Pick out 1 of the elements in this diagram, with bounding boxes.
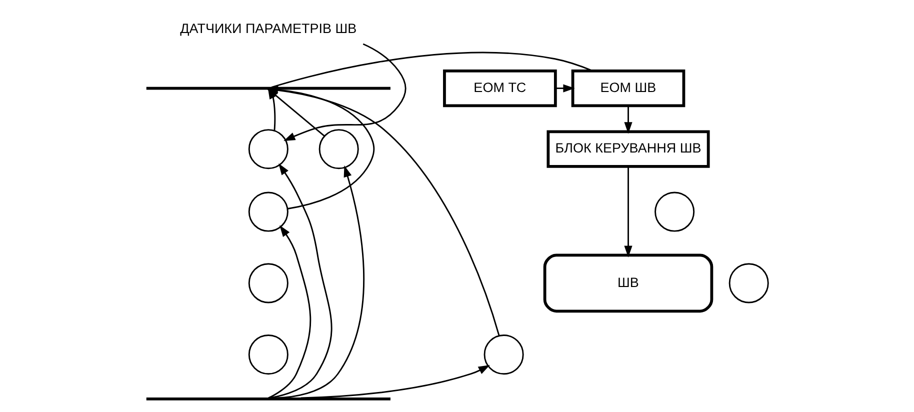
node-text: ДАТЧИКИ ПАРАМЕТРІВ ШВ <box>180 21 356 36</box>
